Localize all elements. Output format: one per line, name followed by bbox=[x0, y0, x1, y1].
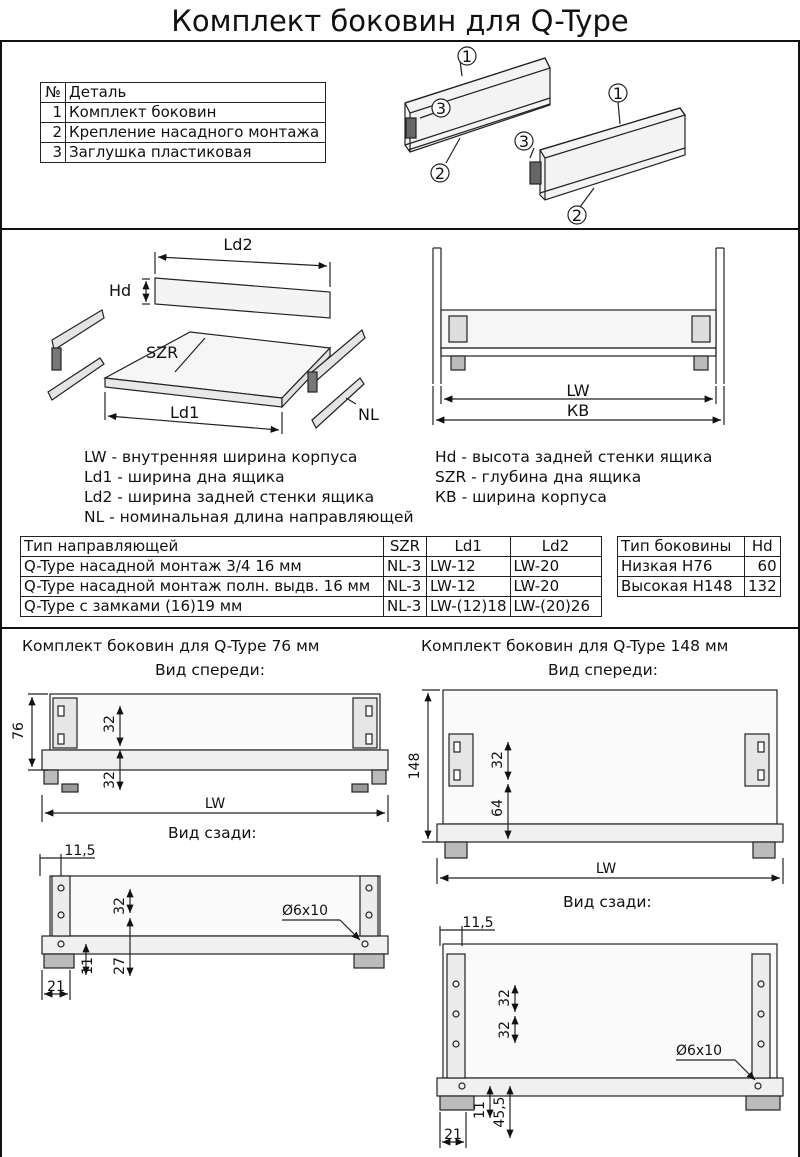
dim-11: 11 bbox=[472, 1101, 488, 1119]
guide-table: Тип направляющей SZR Ld1 Ld2 Q-Type наса… bbox=[20, 536, 602, 617]
dim-kb: КВ bbox=[567, 401, 589, 420]
table-row: Q-Type с замками (16)19 мм NL-3 LW-(12)1… bbox=[20, 596, 602, 617]
back-view-76 bbox=[39, 854, 389, 1000]
parts-name: Заглушка пластиковая bbox=[65, 142, 326, 163]
dim-32: 32 bbox=[497, 1021, 513, 1039]
dim-ld2: Ld2 bbox=[223, 235, 252, 254]
legend-item: Ld2 - ширина задней стенки ящика bbox=[84, 488, 375, 506]
guide-cell: NL-3 bbox=[383, 596, 427, 617]
dim-32: 32 bbox=[102, 715, 118, 733]
dim-hole: Ø6x10 bbox=[676, 1043, 722, 1059]
side-cell: 132 bbox=[744, 576, 781, 597]
side-cell: 60 bbox=[744, 556, 781, 577]
guide-cell: LW-12 bbox=[426, 556, 511, 577]
dim-szr: SZR bbox=[146, 343, 178, 362]
side-header-hd: Hd bbox=[744, 536, 781, 557]
dim-11-5: 11,5 bbox=[462, 915, 493, 931]
page-title: Комплект боковин для Q-Type bbox=[171, 4, 629, 38]
guide-header-szr: SZR bbox=[383, 536, 427, 557]
guide-cell: Q-Type насадной монтаж 3/4 16 мм bbox=[20, 556, 384, 577]
callout-2: 2 bbox=[572, 206, 582, 225]
section-76-back-label: Вид сзади: bbox=[168, 824, 257, 842]
legend-item: LW - внутренняя ширина корпуса bbox=[84, 448, 358, 466]
callout-3: 3 bbox=[436, 99, 446, 118]
callout-2: 2 bbox=[435, 164, 445, 183]
drawer-side-right-illustration bbox=[514, 83, 686, 225]
back-view-148 bbox=[436, 926, 784, 1148]
dim-76: 76 bbox=[11, 722, 27, 740]
table-row: Низкая H76 60 bbox=[617, 556, 781, 577]
table-row: Тип боковины Hd bbox=[617, 536, 781, 557]
callout-1: 1 bbox=[613, 84, 623, 103]
frame-line-mid1 bbox=[0, 228, 800, 230]
dim-21: 21 bbox=[444, 1127, 462, 1143]
dim-hd: Hd bbox=[109, 281, 131, 300]
dim-27: 27 bbox=[112, 957, 128, 975]
cabinet-front-view bbox=[432, 247, 725, 425]
dim-32: 32 bbox=[497, 989, 513, 1007]
section-76-title: Комплект боковин для Q-Type 76 мм bbox=[22, 637, 320, 655]
dim-11-5: 11,5 bbox=[64, 843, 95, 859]
front-view-148 bbox=[422, 689, 784, 884]
dim-lw: LW bbox=[566, 381, 589, 400]
dim-ld1: Ld1 bbox=[170, 403, 199, 422]
callout-3: 3 bbox=[519, 132, 529, 151]
dim-45-5: 45,5 bbox=[492, 1096, 508, 1127]
dim-hole: Ø6x10 bbox=[282, 903, 328, 919]
guide-cell: NL-3 bbox=[383, 576, 427, 597]
section-148-front-label: Вид спереди: bbox=[548, 661, 658, 679]
section-148-back-label: Вид сзади: bbox=[563, 893, 652, 911]
frame-line-mid2 bbox=[0, 627, 800, 629]
side-cell: Высокая H148 bbox=[617, 576, 745, 597]
frame-line-top bbox=[0, 40, 800, 42]
guide-cell: LW-(12)18 bbox=[426, 596, 511, 617]
dim-lw: LW bbox=[596, 861, 617, 877]
dim-32: 32 bbox=[112, 897, 128, 915]
side-header-type: Тип боковины bbox=[617, 536, 745, 557]
overview-isometric bbox=[47, 252, 366, 434]
legend-right: Hd - высота задней стенки ящика SZR - гл… bbox=[435, 447, 712, 507]
side-table: Тип боковины Hd Низкая H76 60 Высокая H1… bbox=[617, 536, 781, 597]
drawer-side-left-illustration bbox=[404, 46, 551, 183]
legend-left: LW - внутренняя ширина корпуса Ld1 - шир… bbox=[84, 447, 414, 527]
front-view-76 bbox=[28, 693, 389, 822]
guide-cell: LW-12 bbox=[426, 576, 511, 597]
table-row: 3 Заглушка пластиковая bbox=[40, 142, 326, 163]
dim-148: 148 bbox=[407, 753, 423, 780]
table-row: Q-Type насадной монтаж 3/4 16 мм NL-3 LW… bbox=[20, 556, 602, 577]
parts-table: № Деталь 1 Комплект боковин 2 Крепление … bbox=[40, 82, 326, 163]
legend-item: NL - номинальная длина направляющей bbox=[84, 508, 414, 526]
dim-32: 32 bbox=[102, 771, 118, 789]
dim-64: 64 bbox=[490, 799, 506, 817]
section-76-front-label: Вид спереди: bbox=[155, 661, 265, 679]
guide-cell: Q-Type с замками (16)19 мм bbox=[20, 596, 384, 617]
callout-1: 1 bbox=[462, 47, 472, 66]
table-row: Q-Type насадной монтаж полн. выдв. 16 мм… bbox=[20, 576, 602, 597]
frame-line-left bbox=[0, 40, 2, 1157]
legend-item: Hd - высота задней стенки ящика bbox=[435, 448, 713, 466]
legend-item: Ld1 - ширина дна ящика bbox=[84, 468, 285, 486]
guide-cell: LW-20 bbox=[509, 576, 602, 597]
dim-nl: NL bbox=[358, 405, 379, 424]
dim-lw: LW bbox=[205, 796, 226, 812]
frame-line-right bbox=[798, 40, 800, 1157]
dim-32: 32 bbox=[490, 751, 506, 769]
legend-item: SZR - глубина дна ящика bbox=[435, 468, 642, 486]
dim-11: 11 bbox=[80, 957, 96, 975]
section-148-title: Комплект боковин для Q-Type 148 мм bbox=[421, 637, 729, 655]
table-row: Высокая H148 132 bbox=[617, 576, 781, 597]
legend-item: КВ - ширина корпуса bbox=[435, 488, 607, 506]
guide-cell: LW-(20)26 bbox=[509, 596, 602, 617]
dim-21: 21 bbox=[47, 979, 65, 995]
guide-header-ld2: Ld2 bbox=[509, 536, 602, 557]
guide-cell: Q-Type насадной монтаж полн. выдв. 16 мм bbox=[20, 576, 384, 597]
